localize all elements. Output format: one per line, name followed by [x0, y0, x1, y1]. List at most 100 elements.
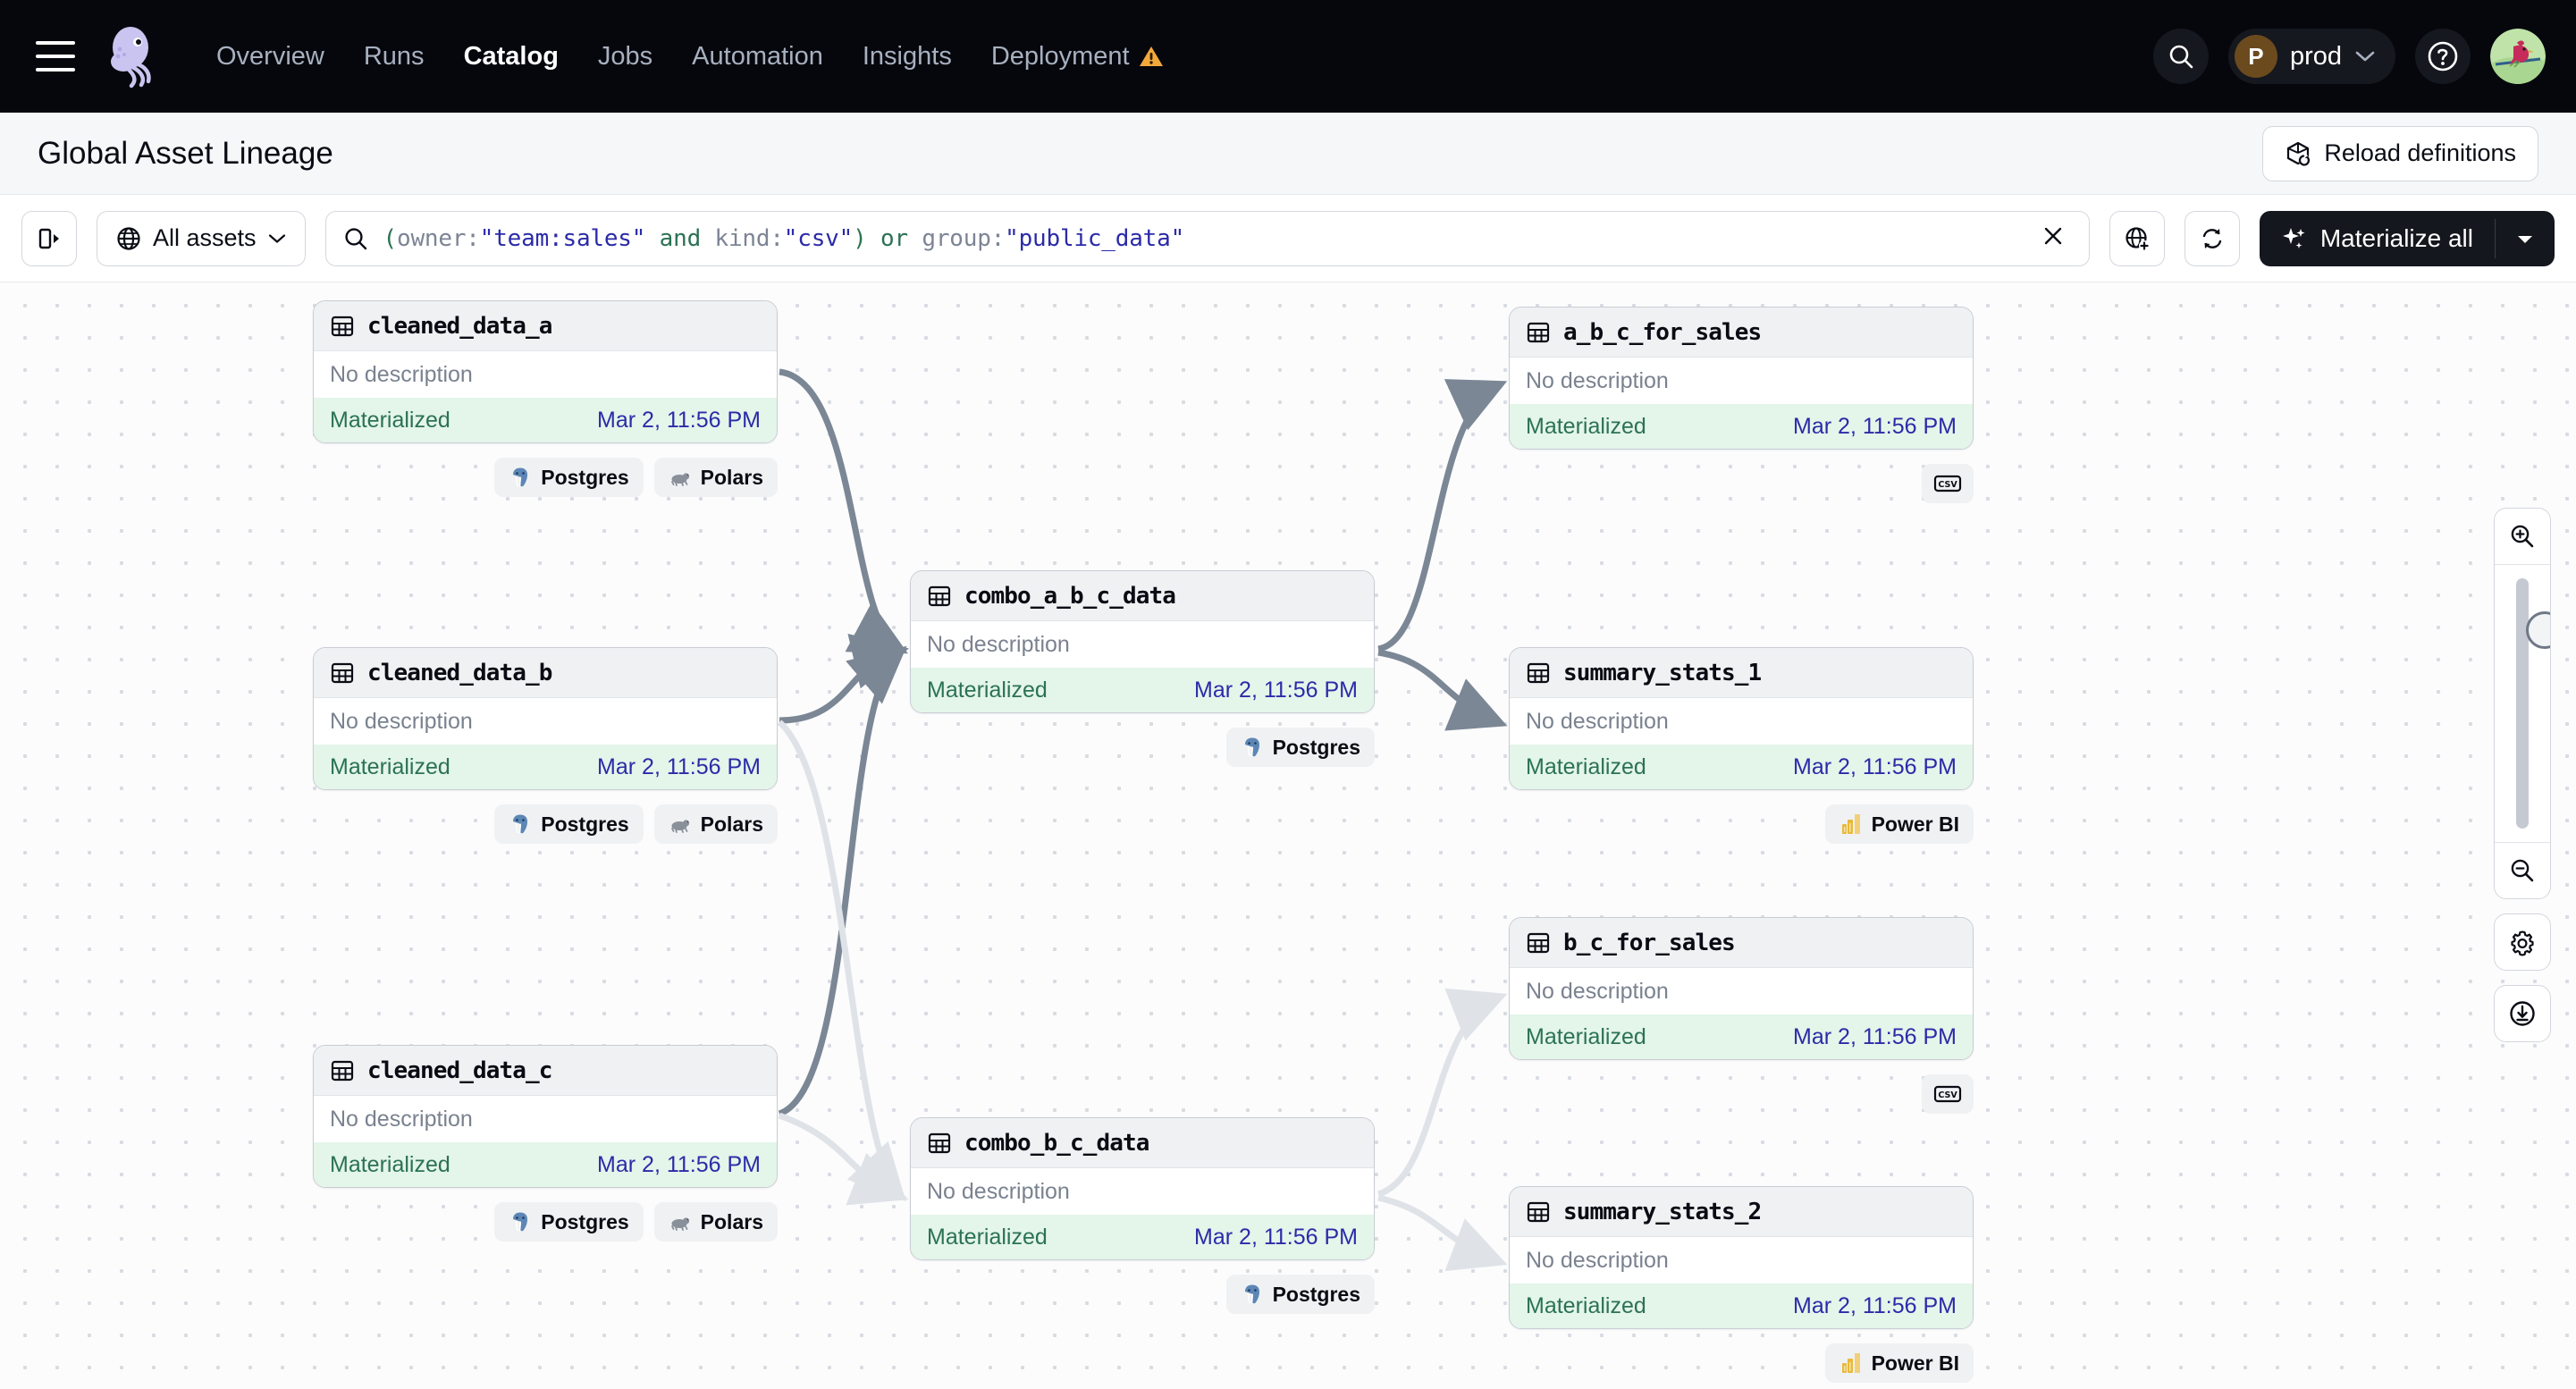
asset-kind-label: Polars — [700, 465, 763, 489]
zoom-out-button[interactable] — [2495, 843, 2550, 898]
nav-link-overview[interactable]: Overview — [197, 33, 344, 80]
query-token: "csv" — [783, 224, 854, 252]
asset-description: No description — [1526, 1247, 1669, 1273]
last-materialized-timestamp[interactable]: Mar 2, 11:56 PM — [597, 1151, 761, 1177]
asset-kind-tags: Power BI — [1509, 1343, 1974, 1383]
zoom-slider[interactable] — [2516, 565, 2550, 842]
last-materialized-timestamp[interactable]: Mar 2, 11:56 PM — [1793, 413, 1957, 439]
last-materialized-timestamp[interactable]: Mar 2, 11:56 PM — [1194, 677, 1358, 703]
zoom-slider-thumb[interactable] — [2526, 611, 2550, 649]
asset-card-header: cleaned_data_b — [314, 648, 777, 698]
last-materialized-timestamp[interactable]: Mar 2, 11:56 PM — [597, 407, 761, 433]
asset-name: cleaned_data_c — [367, 1056, 552, 1084]
dagster-logo[interactable] — [98, 22, 166, 90]
reload-definitions-button[interactable]: Reload definitions — [2262, 125, 2538, 181]
asset-query-search-bar[interactable]: (owner:"team:sales" and kind:"csv") or g… — [324, 210, 2090, 266]
nav-link-catalog[interactable]: Catalog — [444, 33, 578, 80]
asset-kind-tag[interactable]: Polars — [653, 1202, 778, 1242]
nav-link-insights[interactable]: Insights — [843, 33, 972, 80]
nav-link-label: Automation — [692, 41, 823, 71]
refresh-button[interactable] — [2184, 210, 2240, 266]
materialize-dropdown-button[interactable] — [2496, 232, 2555, 245]
asset-card-header: b_c_for_sales — [1510, 918, 1973, 968]
global-search-icon[interactable] — [2152, 29, 2209, 84]
asset-description: No description — [330, 1106, 473, 1132]
materialize-all-label: Materialize all — [2319, 223, 2473, 252]
asset-kind-tag[interactable]: Power BI — [1824, 1343, 1974, 1383]
asset-kind-tag[interactable]: Postgres — [1225, 1275, 1375, 1314]
last-materialized-timestamp[interactable]: Mar 2, 11:56 PM — [1793, 753, 1957, 779]
asset-kind-tag[interactable]: Postgres — [494, 804, 644, 844]
hamburger-menu-icon[interactable] — [36, 41, 75, 72]
nav-link-label: Overview — [216, 41, 324, 71]
last-materialized-timestamp[interactable]: Mar 2, 11:56 PM — [1793, 1023, 1957, 1049]
panel-expand-icon — [38, 228, 59, 248]
svg-text:CSV: CSV — [1938, 480, 1957, 490]
nav-link-automation[interactable]: Automation — [672, 33, 843, 80]
graph-settings-button[interactable] — [2494, 913, 2551, 971]
sidebar-toggle-button[interactable] — [21, 210, 77, 266]
download-graph-button[interactable] — [2494, 985, 2551, 1042]
asset-description: No description — [927, 1178, 1070, 1204]
query-token: and — [645, 224, 715, 252]
search-input[interactable]: (owner:"team:sales" and kind:"csv") or g… — [383, 224, 1185, 252]
deployment-name: prod — [2289, 41, 2342, 71]
zoom-out-icon — [2511, 859, 2534, 882]
table-icon — [1527, 932, 1550, 953]
asset-name: combo_a_b_c_data — [964, 582, 1176, 610]
deployment-selector[interactable]: P prod — [2227, 29, 2395, 84]
nav-link-runs[interactable]: Runs — [344, 33, 444, 80]
add-to-globe-button[interactable] — [2109, 210, 2165, 266]
asset-scope-selector[interactable]: All assets — [97, 210, 306, 266]
nav-link-jobs[interactable]: Jobs — [578, 33, 672, 80]
asset-kind-tag[interactable]: CSV — [1922, 464, 1974, 503]
nav-link-deployment[interactable]: Deployment — [972, 33, 1183, 80]
asset-kind-tag[interactable]: Power BI — [1824, 804, 1974, 844]
gear-icon — [2511, 930, 2534, 956]
last-materialized-timestamp[interactable]: Mar 2, 11:56 PM — [597, 753, 761, 779]
asset-kind-tag[interactable]: CSV — [1922, 1074, 1974, 1114]
asset-kind-tag[interactable]: Polars — [653, 804, 778, 844]
materialize-all-button[interactable]: Materialize all — [2259, 210, 2555, 266]
asset-kind-tag[interactable]: Postgres — [494, 458, 644, 497]
status-badge: Materialized — [330, 407, 450, 433]
asset-kind-tag[interactable]: Postgres — [1225, 728, 1375, 767]
last-materialized-timestamp[interactable]: Mar 2, 11:56 PM — [1194, 1224, 1358, 1250]
nav-link-label: Deployment — [990, 41, 1130, 71]
divider — [2495, 564, 2550, 565]
zoom-control-group — [2494, 508, 2551, 899]
help-icon[interactable] — [2415, 29, 2471, 84]
last-materialized-timestamp[interactable]: Mar 2, 11:56 PM — [1793, 1292, 1957, 1318]
user-avatar[interactable] — [2490, 29, 2546, 84]
globe-icon — [117, 226, 140, 250]
asset-kind-label: Polars — [700, 1209, 763, 1233]
clear-search-button[interactable] — [2033, 223, 2073, 253]
asset-card-header: cleaned_data_c — [314, 1046, 777, 1096]
asset-name: b_c_for_sales — [1563, 929, 1736, 956]
polars-icon — [670, 820, 689, 833]
asset-kind-tag[interactable]: Postgres — [494, 1202, 644, 1242]
reload-box-icon — [2287, 141, 2311, 165]
zoom-in-button[interactable] — [2495, 509, 2550, 564]
asset-kind-tag[interactable]: Polars — [653, 458, 778, 497]
